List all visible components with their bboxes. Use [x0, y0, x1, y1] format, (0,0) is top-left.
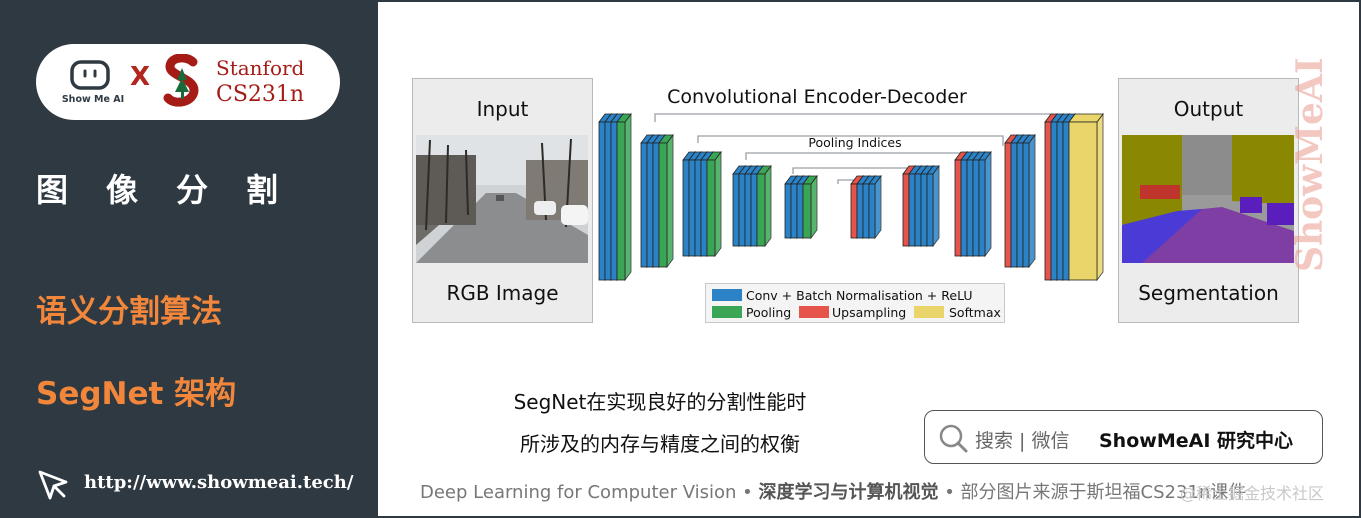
- partner-course: CS231n: [216, 82, 305, 107]
- legend-pooling-swatch: [712, 306, 742, 318]
- output-title: Output: [1173, 97, 1244, 121]
- input-panel: Input RGB Image: [412, 78, 593, 323]
- legend-upsampling-swatch: [799, 306, 829, 318]
- overlay-watermark-tag: @稀土掘金技术社区: [1180, 484, 1325, 503]
- showmeai-robot-icon: [70, 60, 110, 90]
- diagram-legend: Conv + Batch Normalisation + ReLU Poolin…: [705, 283, 1005, 323]
- search-label: 搜索 | 微信: [975, 430, 1070, 452]
- street-photo-image: [416, 135, 588, 263]
- layer-block-pooling: [802, 174, 818, 240]
- layer-block-conv: [1022, 133, 1036, 269]
- website-link[interactable]: http://www.showmeai.tech/: [84, 472, 354, 493]
- layer-block-pooling: [658, 133, 674, 269]
- legend-pooling-label: Pooling: [746, 305, 792, 320]
- showmeai-watermark: ShowMeAI: [1290, 57, 1331, 272]
- layer-block-conv: [868, 174, 882, 240]
- footer-source: 部分图片来源于斯坦福CS231n课件: [960, 482, 1247, 503]
- footer-course: Deep Learning for Computer Vision: [420, 482, 737, 503]
- layer-block-pooling: [756, 164, 772, 248]
- stanford-logo-icon: [163, 54, 199, 107]
- legend-softmax-label: Softmax: [949, 305, 1001, 320]
- legend-conv-label: Conv + Batch Normalisation + ReLU: [746, 288, 973, 303]
- footer-sep-1: •: [736, 482, 759, 503]
- segnet-diagram: Convolutional Encoder-Decoder Pooling In…: [598, 86, 1104, 282]
- input-title: Input: [476, 97, 529, 121]
- legend-conv-swatch: [712, 289, 742, 301]
- search-brand: ShowMeAI 研究中心: [1099, 430, 1293, 452]
- section-title: 图像分割: [36, 171, 317, 209]
- legend-upsampling-label: Upsampling: [832, 305, 907, 320]
- caption-line-2: 所涉及的内存与精度之间的权衡: [520, 432, 800, 456]
- segmentation-map-image: [1122, 135, 1294, 263]
- network-title: Convolutional Encoder-Decoder: [667, 86, 967, 108]
- footer-sep-2: •: [938, 482, 961, 503]
- partner-name: Stanford: [216, 56, 305, 80]
- layer-block-conv: [926, 164, 940, 248]
- subtopic-title: SegNet 架构: [36, 376, 237, 412]
- logo-label: Show Me AI: [61, 94, 125, 105]
- footer-topic: 深度学习与计算机视觉: [758, 482, 939, 503]
- times-sign: X: [130, 62, 151, 92]
- input-caption: RGB Image: [446, 281, 559, 305]
- output-caption: Segmentation: [1138, 281, 1279, 305]
- layer-block-pooling: [706, 150, 722, 258]
- left-panel: Show Me AI X Stanford CS231n 图像分割 语义分割算法…: [0, 0, 378, 518]
- layer-block-softmax: [1068, 112, 1104, 282]
- cursor-icon: [38, 470, 68, 500]
- caption-line-1: SegNet在实现良好的分割性能时: [513, 390, 807, 414]
- layer-block-pooling: [616, 112, 632, 282]
- svg-text:ShowMeAI: ShowMeAI: [1290, 57, 1331, 272]
- wechat-search-box[interactable]: 搜索 | 微信 ShowMeAI 研究中心: [924, 410, 1323, 464]
- search-icon: [939, 424, 968, 453]
- output-panel: Output Segmentation: [1118, 78, 1299, 323]
- topic-title: 语义分割算法: [36, 294, 222, 330]
- footer: Deep Learning for Computer Vision • 深度学习…: [420, 478, 1246, 504]
- pooling-indices-label: Pooling Indices: [808, 135, 901, 150]
- legend-softmax-swatch: [914, 306, 944, 318]
- layer-block-conv: [978, 150, 992, 258]
